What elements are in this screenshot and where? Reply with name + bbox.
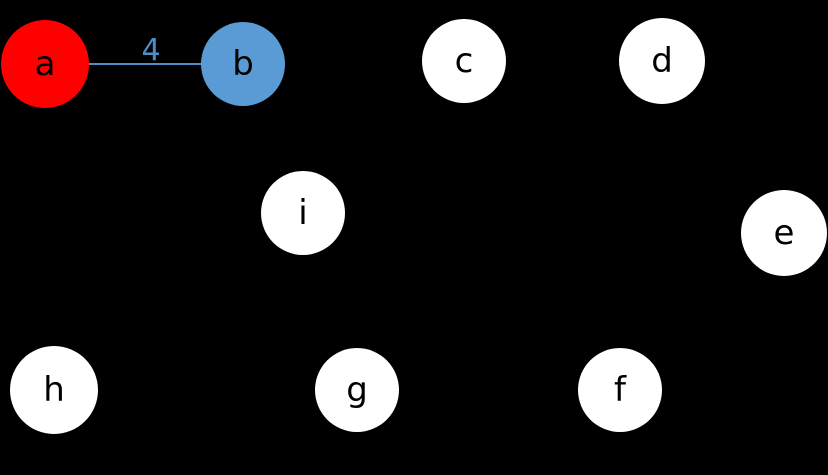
- graph-node-label: f: [614, 370, 626, 410]
- graph-node-b[interactable]: b: [201, 22, 285, 106]
- graph-node-label: b: [232, 44, 254, 84]
- graph-node-label: i: [298, 193, 308, 233]
- graph-node-label: g: [346, 370, 368, 410]
- graph-node-g[interactable]: g: [315, 348, 399, 432]
- graph-node-label: c: [454, 41, 474, 81]
- graph-node-label: h: [43, 370, 65, 410]
- graph-node-label: d: [651, 41, 673, 81]
- graph-node-i[interactable]: i: [261, 171, 345, 255]
- graph-node-c[interactable]: c: [422, 19, 506, 103]
- graph-node-f[interactable]: f: [578, 348, 662, 432]
- graph-node-d[interactable]: d: [619, 18, 705, 104]
- graph-node-e[interactable]: e: [741, 190, 827, 276]
- graph-node-label: a: [34, 44, 56, 84]
- graph-node-a[interactable]: a: [1, 20, 89, 108]
- graph-node-label: e: [773, 213, 795, 253]
- graph-node-h[interactable]: h: [10, 346, 98, 434]
